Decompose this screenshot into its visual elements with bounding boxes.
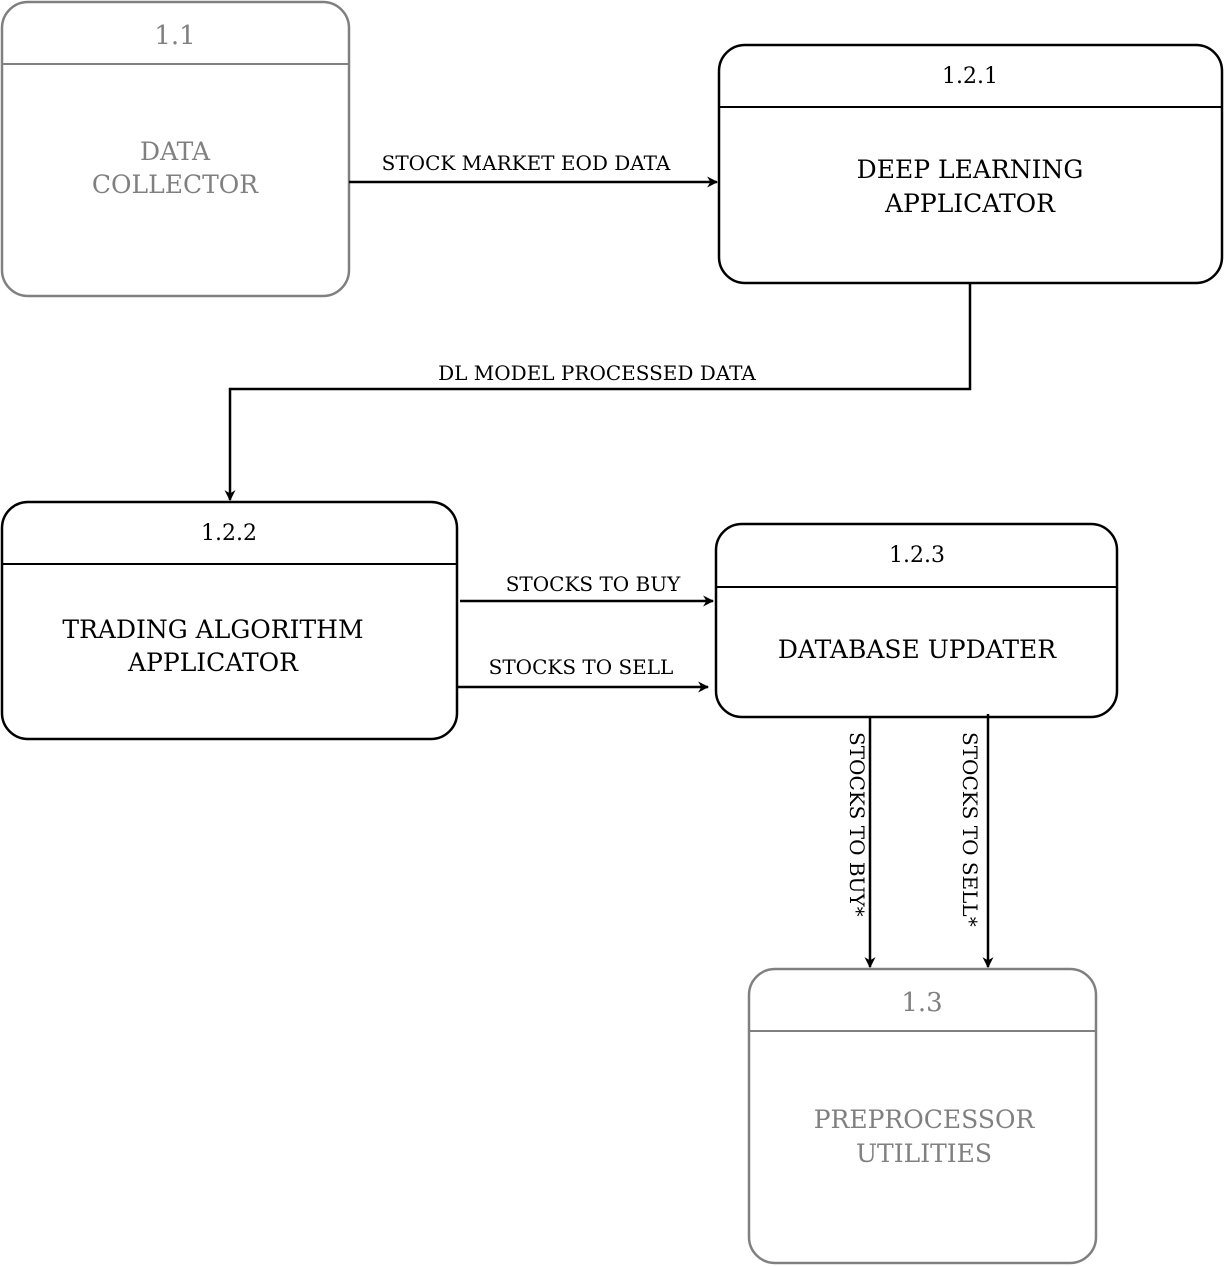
process-trading-algorithm-applicator: 1.2.2 TRADING ALGORITHM APPLICATOR: [0, 500, 459, 741]
flow-stocks-to-buy: STOCKS TO BUY: [460, 572, 715, 607]
process-data-collector: 1.1 DATA COLLECTOR: [0, 0, 351, 298]
flow-label: STOCKS TO BUY: [506, 572, 681, 596]
process-box: [747, 967, 1098, 1265]
flow-dl-model-processed-data: DL MODEL PROCESSED DATA: [224, 283, 972, 502]
process-id: 1.1: [154, 21, 195, 51]
process-name-line1: DATABASE UPDATER: [778, 635, 1057, 664]
flow-label: STOCKS TO BUY*: [845, 732, 869, 917]
flow-label: STOCKS TO SELL*: [958, 732, 982, 927]
flow-label: STOCKS TO SELL: [489, 655, 674, 679]
flow-stock-market-eod-data: STOCK MARKET EOD DATA: [349, 151, 719, 188]
process-name-line1: TRADING ALGORITHM: [62, 615, 363, 644]
process-id: 1.2.2: [201, 521, 257, 546]
process-box: [0, 0, 351, 298]
process-name-line2: COLLECTOR: [92, 170, 259, 199]
process-deep-learning-applicator: 1.2.1 DEEP LEARNING APPLICATOR: [717, 43, 1224, 285]
flow-label: DL MODEL PROCESSED DATA: [438, 361, 756, 385]
process-box: [714, 522, 1119, 719]
process-id: 1.2.1: [942, 64, 998, 89]
process-box: [0, 500, 459, 741]
process-name-line1: DATA: [140, 137, 211, 166]
process-id: 1.2.3: [889, 543, 945, 568]
flow-arrow: [224, 283, 972, 502]
flow-label: STOCK MARKET EOD DATA: [382, 151, 671, 175]
process-id: 1.3: [901, 988, 942, 1018]
process-name-line1: PREPROCESSOR: [814, 1105, 1036, 1134]
flow-stocks-to-buy-star: STOCKS TO BUY*: [845, 717, 876, 969]
flow-stocks-to-sell-star: STOCKS TO SELL*: [958, 714, 994, 969]
process-preprocessor-utilities: 1.3 PREPROCESSOR UTILITIES: [747, 967, 1098, 1265]
process-name-line2: APPLICATOR: [127, 648, 299, 677]
process-name-line1: DEEP LEARNING: [857, 155, 1084, 184]
process-database-updater: 1.2.3 DATABASE UPDATER: [714, 522, 1119, 719]
process-name-line2: APPLICATOR: [884, 189, 1056, 218]
process-name-line2: UTILITIES: [856, 1139, 992, 1168]
flow-stocks-to-sell: STOCKS TO SELL: [457, 655, 710, 693]
